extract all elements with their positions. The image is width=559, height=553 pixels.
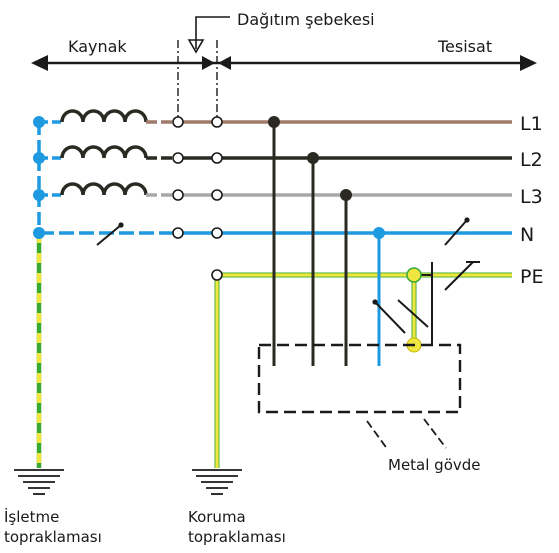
label-l3: L3 bbox=[520, 186, 543, 208]
ground-symbols: İşletme topraklaması Koruma topraklaması bbox=[4, 469, 286, 546]
winding-coil-l3 bbox=[60, 182, 148, 196]
source-arrowhead-left bbox=[31, 55, 48, 71]
top-annotations: Dağıtım şebekesi Kaynak Tesisat bbox=[31, 10, 537, 118]
distribution-network-label: Dağıtım şebekesi bbox=[237, 10, 375, 29]
installation-arrowhead-left bbox=[218, 56, 231, 70]
star-point-dot-n bbox=[33, 227, 45, 239]
distribution-lines: L1 L2 L3 N PE bbox=[172, 113, 543, 468]
distribution-pointer-head bbox=[187, 39, 205, 54]
winding-coil-l1 bbox=[60, 109, 148, 123]
body-switch-right bbox=[397, 299, 429, 328]
source-side bbox=[33, 109, 178, 468]
junction-l1 bbox=[268, 116, 280, 128]
installation-arrowhead-right bbox=[520, 55, 537, 71]
terminal-l1-b bbox=[211, 116, 223, 128]
source-neutral-switch-dot bbox=[118, 222, 124, 228]
terminal-n-b bbox=[211, 227, 223, 239]
source-neutral-switch bbox=[96, 224, 122, 246]
label-pe: PE bbox=[520, 266, 543, 288]
pe-switch bbox=[444, 261, 474, 291]
star-point-dot-l1 bbox=[33, 116, 45, 128]
metal-body-leader-right bbox=[423, 418, 447, 449]
source-label: Kaynak bbox=[68, 37, 127, 56]
junction-l3 bbox=[340, 189, 352, 201]
protective-earth-label-line1: Koruma bbox=[188, 508, 246, 526]
operating-earth-ground-icon bbox=[14, 469, 64, 495]
metal-body-label: Metal gövde bbox=[388, 456, 481, 474]
winding-coil-l2 bbox=[60, 145, 148, 159]
body-switch-left-dot bbox=[372, 299, 378, 305]
junction-n bbox=[373, 227, 385, 239]
terminal-n-a bbox=[172, 227, 184, 239]
source-arrowhead-right bbox=[202, 56, 215, 70]
load-side: Metal gövde bbox=[257, 116, 481, 474]
terminal-l3-a bbox=[172, 189, 184, 201]
terminal-l1-a bbox=[172, 116, 184, 128]
junction-l2 bbox=[307, 152, 319, 164]
metal-body-enclosure bbox=[257, 343, 462, 414]
terminal-l2-a bbox=[172, 152, 184, 164]
installation-label: Tesisat bbox=[437, 37, 492, 56]
protective-earth-label-line2: topraklaması bbox=[188, 528, 286, 546]
label-n: N bbox=[520, 224, 534, 246]
label-l2: L2 bbox=[520, 149, 543, 171]
body-switch-left bbox=[374, 301, 406, 334]
terminals bbox=[172, 116, 223, 281]
metal-body-leader-left bbox=[366, 420, 389, 451]
label-l1: L1 bbox=[520, 113, 543, 135]
star-point-dot-l2 bbox=[33, 152, 45, 164]
operating-earth-label-line2: topraklaması bbox=[4, 528, 102, 546]
operating-earth-label-line1: İşletme bbox=[4, 507, 59, 526]
terminal-l2-b bbox=[211, 152, 223, 164]
neutral-switch bbox=[444, 219, 468, 246]
junction-pe bbox=[406, 267, 422, 283]
neutral-switch-dot bbox=[464, 217, 470, 223]
protective-earth-ground-icon bbox=[192, 469, 242, 495]
terminal-pe bbox=[211, 269, 223, 281]
distribution-pointer bbox=[195, 16, 230, 49]
star-point-dot-l3 bbox=[33, 189, 45, 201]
terminal-l3-b bbox=[211, 189, 223, 201]
